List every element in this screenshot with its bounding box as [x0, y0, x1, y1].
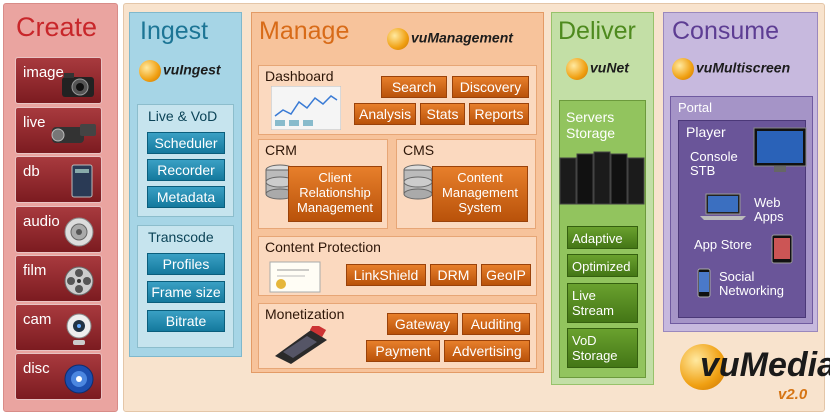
scheduler-button[interactable]: Scheduler — [147, 132, 225, 154]
logo-ball-icon — [139, 60, 161, 82]
logo-ball-icon — [566, 58, 588, 80]
content-protection-header: Content Protection — [265, 239, 381, 255]
logo-text: vuNet — [590, 59, 629, 76]
vumanagement-logo: vuManagement — [387, 28, 513, 50]
discovery-button[interactable]: Discovery — [452, 76, 529, 98]
consume-title: Consume — [672, 17, 779, 45]
video-camera-icon — [51, 124, 96, 143]
create-item-cam[interactable]: cam — [15, 304, 102, 351]
create-item-live[interactable]: live — [15, 107, 102, 154]
drm-button[interactable]: DRM — [430, 264, 477, 286]
tablet-icon — [771, 234, 793, 264]
profiles-button[interactable]: Profiles — [147, 253, 225, 275]
console-stb-label: Console STB — [690, 149, 738, 178]
create-item-label: image — [23, 64, 64, 81]
bitrate-button[interactable]: Bitrate — [147, 310, 225, 332]
tv-icon — [753, 127, 807, 172]
metadata-button[interactable]: Metadata — [147, 186, 225, 208]
analysis-button[interactable]: Analysis — [354, 103, 416, 125]
certificate-icon — [269, 261, 321, 293]
monetization-header: Monetization — [265, 306, 345, 322]
create-item-disc[interactable]: disc — [15, 353, 102, 400]
deliver-title: Deliver — [558, 17, 636, 45]
transcode-header: Transcode — [148, 229, 214, 245]
live-vod-header: Live & VoD — [148, 108, 218, 124]
portal-label: Portal — [678, 100, 712, 115]
reports-button[interactable]: Reports — [469, 103, 529, 125]
web-apps-label: Web Apps — [754, 195, 784, 224]
vumedia-brand: vuMedia v2.0 — [672, 340, 830, 410]
create-item-label: film — [23, 262, 47, 279]
create-item-audio[interactable]: audio — [15, 206, 102, 253]
live-vod-panel: Live & VoD Scheduler Recorder Metadata — [137, 104, 234, 217]
create-item-label: db — [23, 163, 40, 180]
create-item-film[interactable]: film — [15, 255, 102, 302]
vuingest-logo: vuIngest — [139, 60, 221, 82]
logo-text: vuManagement — [411, 29, 513, 46]
search-button[interactable]: Search — [381, 76, 447, 98]
vod-storage-button[interactable]: VoD Storage — [567, 328, 638, 368]
player-label: Player — [686, 124, 726, 140]
logo-text: vuIngest — [163, 61, 221, 78]
auditing-button[interactable]: Auditing — [462, 313, 530, 335]
create-item-label: audio — [23, 213, 60, 230]
create-item-label: cam — [23, 311, 52, 328]
logo-ball-icon — [672, 58, 694, 80]
live-stream-button[interactable]: Live Stream — [567, 283, 638, 323]
optimized-button[interactable]: Optimized — [567, 254, 638, 277]
create-item-db[interactable]: db — [15, 156, 102, 203]
cms-header: CMS — [403, 142, 435, 158]
brand-ball-icon — [680, 344, 726, 390]
app-store-label: App Store — [694, 237, 752, 252]
linkshield-button[interactable]: LinkShield — [346, 264, 426, 286]
recorder-button[interactable]: Recorder — [147, 159, 225, 181]
payment-terminal-icon — [275, 326, 327, 364]
dashboard-header: Dashboard — [265, 68, 334, 84]
disc-icon — [64, 364, 94, 394]
camera-icon — [62, 73, 94, 97]
servers-storage-label: Servers Storage — [566, 109, 616, 141]
laptop-icon — [700, 193, 746, 220]
server-rack-icon — [559, 151, 645, 205]
stats-button[interactable]: Stats — [420, 103, 465, 125]
brand-name: vuMedia — [700, 346, 830, 384]
logo-text: vuMultiscreen — [696, 59, 791, 76]
advertising-button[interactable]: Advertising — [444, 340, 530, 362]
content-management-system-box[interactable]: Content Management System — [432, 166, 528, 222]
social-networking-label: Social Networking — [719, 269, 785, 298]
film-reel-icon — [64, 266, 94, 296]
webcam-icon — [66, 313, 92, 345]
create-item-label: disc — [23, 360, 50, 377]
transcode-panel: Transcode Profiles Frame size Bitrate — [137, 225, 234, 348]
payment-button[interactable]: Payment — [366, 340, 440, 362]
create-item-label: live — [23, 114, 46, 131]
client-relationship-management-box[interactable]: Client Relationship Management — [288, 166, 382, 222]
smartphone-icon — [697, 268, 711, 298]
frame-size-button[interactable]: Frame size — [147, 281, 225, 303]
adaptive-button[interactable]: Adaptive — [567, 226, 638, 249]
create-item-image[interactable]: image — [15, 57, 102, 104]
logo-ball-icon — [387, 28, 409, 50]
speaker-icon — [64, 217, 94, 247]
crm-header: CRM — [265, 142, 297, 158]
dashboard-chart-icon — [271, 86, 341, 130]
database-cylinders-icon — [403, 164, 433, 200]
database-icon — [71, 164, 93, 198]
ingest-title: Ingest — [140, 17, 209, 45]
brand-version: v2.0 — [778, 386, 808, 403]
vunet-logo: vuNet — [566, 58, 629, 80]
gateway-button[interactable]: Gateway — [387, 313, 458, 335]
geoip-button[interactable]: GeoIP — [481, 264, 531, 286]
vumultiscreen-logo: vuMultiscreen — [672, 58, 790, 80]
create-title: Create — [16, 12, 98, 42]
manage-title: Manage — [259, 17, 350, 45]
